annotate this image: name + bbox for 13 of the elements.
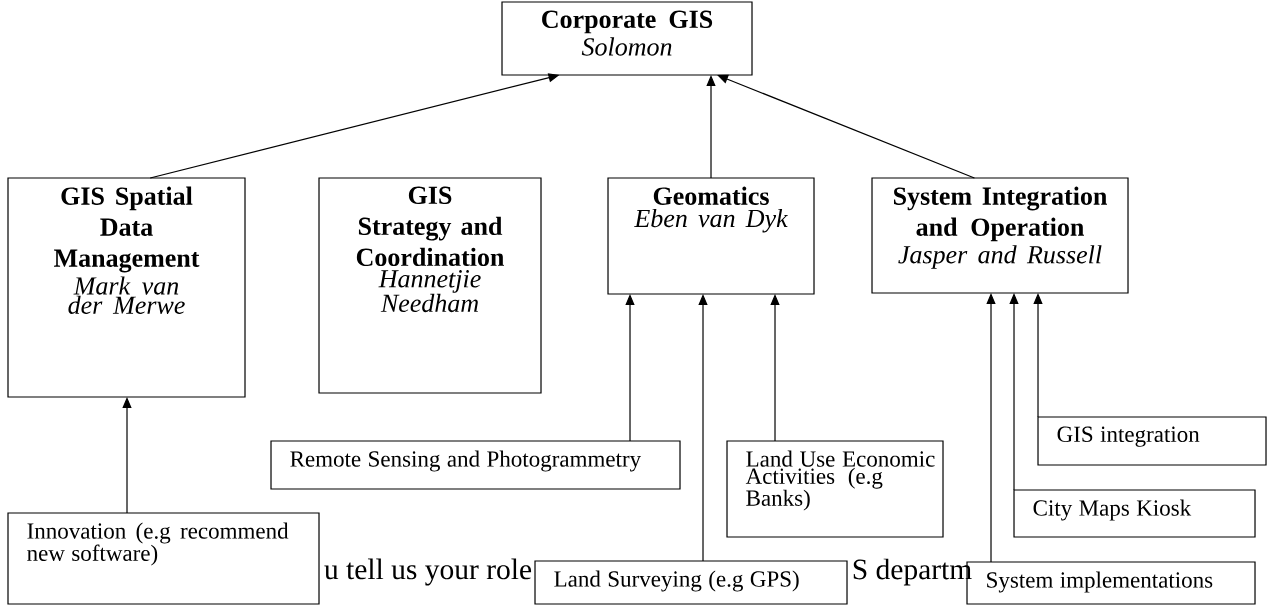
unit-box: Corporate GIS Solomon [501, 1, 753, 76]
arrow [717, 74, 975, 179]
task-box: GIS integration [1037, 416, 1267, 466]
task-box: Land Surveying (e.g GPS) [534, 560, 848, 605]
task-box: Remote Sensing and Photogrammetry [270, 440, 681, 490]
task-box: City Maps Kiosk [1013, 489, 1256, 538]
unit-box: GIS Spatial Data Management Mark van der Merwe [7, 177, 246, 398]
task-box: Land Use Economic Activities (e.g Banks) [726, 440, 944, 538]
background-text: u tell us your role [324, 558, 532, 586]
task-box: Innovation (e.g recommend new software) [7, 512, 320, 605]
unit-box: System Integration and Operation Jasper and Russell [871, 177, 1129, 294]
unit-box: GIS Strategy and Coordination Hannetjie Needham [318, 177, 542, 394]
unit-box: Geomatics Eben van Dyk [607, 177, 815, 295]
